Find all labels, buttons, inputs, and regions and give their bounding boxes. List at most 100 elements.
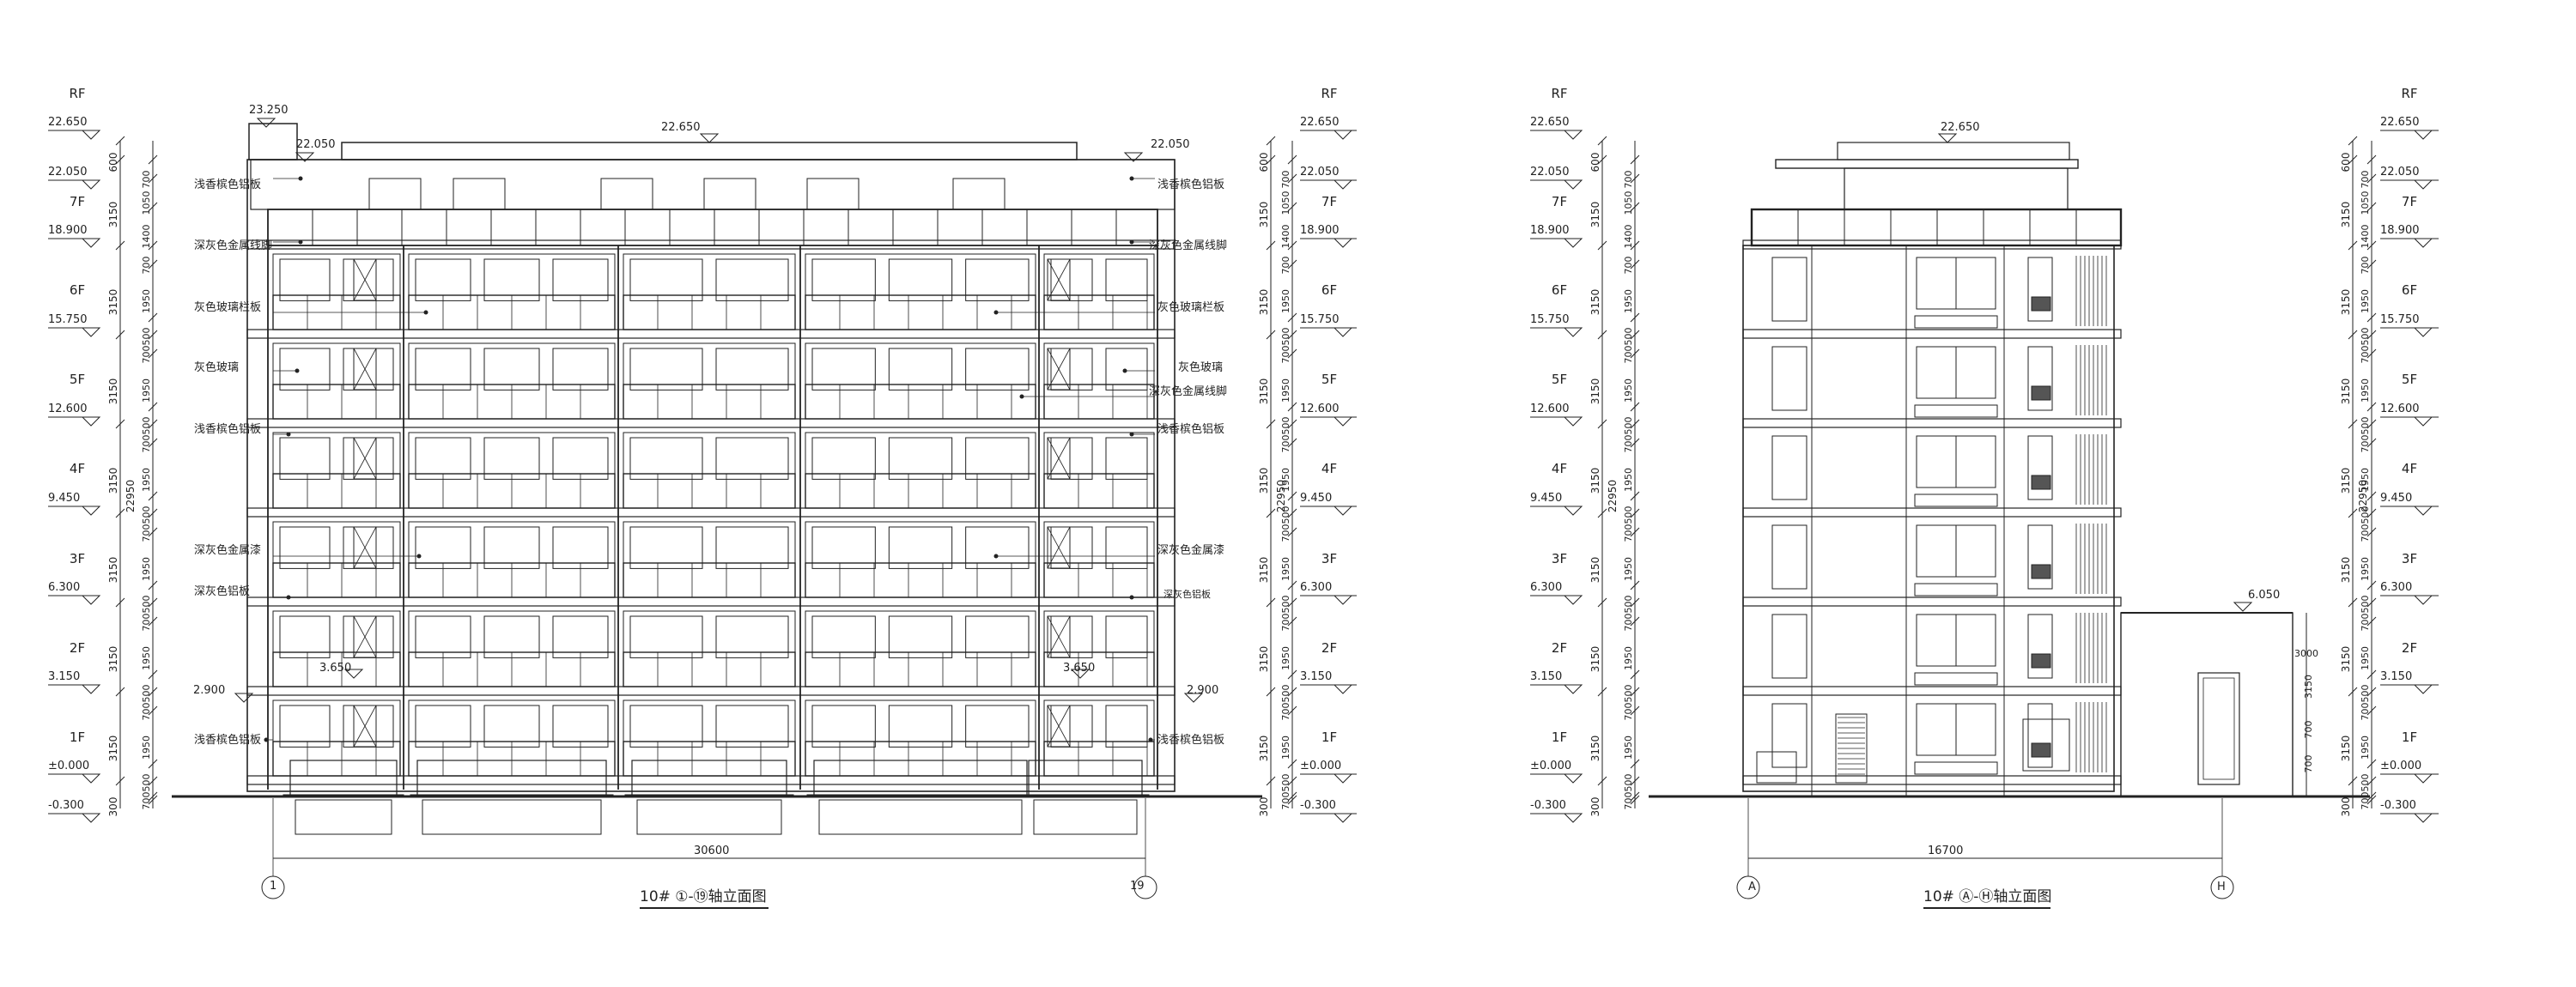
dim-tick bbox=[1630, 202, 1640, 212]
elevation-value: 12.600 bbox=[1530, 403, 1570, 415]
window bbox=[629, 705, 703, 748]
vent-window bbox=[353, 437, 377, 480]
side-axis-left: A bbox=[1748, 881, 1756, 893]
dim-text: 700 bbox=[2360, 257, 2371, 275]
level-marker bbox=[2413, 416, 2433, 427]
window bbox=[715, 615, 789, 658]
roof-cap bbox=[1837, 142, 2070, 160]
level-column-left-2: RF7F6F5F4F3F2F1F22.65022.05018.90015.750… bbox=[1530, 86, 1640, 823]
dim-tick bbox=[1287, 402, 1297, 412]
floor-band bbox=[246, 239, 1176, 250]
dim-text: 500 bbox=[1280, 417, 1291, 435]
leader-dot bbox=[1129, 432, 1134, 437]
level-marker bbox=[1563, 416, 1583, 427]
side-top-level: 22.650 bbox=[1941, 121, 1980, 134]
dim-text: 700 bbox=[1280, 703, 1291, 721]
vent-window bbox=[1047, 437, 1071, 480]
dim-tick bbox=[1630, 791, 1640, 802]
ground-window bbox=[295, 799, 392, 835]
side-main-body bbox=[1742, 245, 2115, 792]
ground-window bbox=[818, 799, 1023, 835]
level-column-left-1: RF7F6F5F4F3F2F1F22.65022.05018.90015.750… bbox=[48, 86, 158, 823]
dim-text: 1950 bbox=[1280, 646, 1291, 670]
dim-tick bbox=[1287, 173, 1297, 184]
elevation-value: 12.600 bbox=[48, 403, 88, 415]
vent-cross bbox=[1047, 705, 1071, 748]
dim-tick bbox=[148, 202, 158, 212]
window bbox=[279, 526, 331, 569]
dim-text: 500 bbox=[2360, 506, 2371, 524]
dim-tick bbox=[1287, 348, 1297, 359]
leader-dot bbox=[298, 239, 303, 245]
level-marker bbox=[81, 416, 101, 427]
dim-text: 3150 bbox=[2340, 202, 2352, 228]
glass-balcony-rail bbox=[1043, 741, 1155, 777]
floor-band bbox=[1742, 239, 2122, 250]
leader-dot bbox=[286, 595, 291, 600]
dim-text: 1950 bbox=[2360, 468, 2371, 492]
elevation-value: 3.150 bbox=[1300, 670, 1332, 683]
level-marker bbox=[2233, 602, 2253, 612]
floor-name: 1F bbox=[70, 730, 85, 745]
level-marker bbox=[1333, 327, 1353, 337]
dim-text: 700 bbox=[141, 346, 152, 364]
dim-text: 600 bbox=[2340, 153, 2352, 173]
window bbox=[715, 437, 789, 480]
dim-text: 700 bbox=[1280, 524, 1291, 542]
level-marker bbox=[81, 179, 101, 190]
front-overall-dim: 30600 bbox=[694, 845, 729, 857]
level-marker bbox=[2413, 506, 2433, 516]
dim-text: 300 bbox=[107, 797, 119, 817]
window bbox=[1050, 526, 1093, 569]
dim-text: 1950 bbox=[1280, 378, 1291, 403]
dim-text: 1950 bbox=[1623, 736, 1634, 760]
dim-text: 700 bbox=[2360, 524, 2371, 542]
floor-name: 3F bbox=[2402, 551, 2417, 566]
dim-text: 3150 bbox=[107, 557, 119, 584]
level-marker bbox=[81, 130, 101, 140]
dim-tick bbox=[148, 776, 158, 786]
dim-text: 3150 bbox=[107, 646, 119, 673]
side-vent bbox=[2027, 257, 2053, 322]
front-right-label: 浅香槟色铝板 bbox=[1157, 178, 1224, 191]
floor-band bbox=[246, 775, 1176, 785]
dim-tick bbox=[1287, 669, 1297, 680]
leader-dot bbox=[286, 432, 291, 437]
glass-balcony-rail bbox=[805, 562, 1036, 598]
level-marker bbox=[1333, 416, 1353, 427]
dim-tick bbox=[1597, 240, 1607, 251]
dim-tick bbox=[1287, 580, 1297, 590]
dim-tick bbox=[148, 795, 158, 805]
elevation-value: 22.050 bbox=[1530, 166, 1570, 179]
dim-tick bbox=[115, 240, 125, 251]
dim-tick bbox=[148, 791, 158, 802]
dim-text: 1400 bbox=[1623, 225, 1634, 249]
dim-tick bbox=[1630, 687, 1640, 697]
window bbox=[1050, 705, 1093, 748]
dim-tick bbox=[2366, 154, 2377, 165]
dim-text: 700 bbox=[141, 171, 152, 189]
dim-text: 700 bbox=[2360, 792, 2371, 810]
vent-window bbox=[1047, 615, 1071, 658]
vent-cross bbox=[353, 615, 377, 658]
dim-text-combined: 22950 bbox=[1607, 480, 1619, 512]
dim-tick bbox=[2366, 312, 2377, 323]
front-right-label: 深灰色金属线脚 bbox=[1149, 385, 1227, 398]
level-marker bbox=[2413, 179, 2433, 190]
facade-bay bbox=[1043, 521, 1155, 598]
side-axis-right: H bbox=[2217, 881, 2226, 893]
dim-text: 1950 bbox=[1280, 736, 1291, 760]
vent-cross bbox=[353, 258, 377, 301]
window bbox=[715, 705, 789, 748]
level-marker bbox=[1123, 152, 1144, 162]
dim-text: 1950 bbox=[1623, 646, 1634, 670]
dim-tick bbox=[1266, 597, 1276, 608]
roof-window bbox=[703, 178, 756, 210]
elevation-value: 18.900 bbox=[1300, 224, 1340, 237]
dim-text: 1950 bbox=[1623, 468, 1634, 492]
dim-text: 3150 bbox=[1589, 468, 1601, 494]
side-annex-dim: 3000 bbox=[2294, 648, 2318, 659]
ground-rail bbox=[813, 760, 1028, 797]
dim-tick bbox=[2366, 402, 2377, 412]
dim-tick bbox=[2348, 687, 2358, 697]
